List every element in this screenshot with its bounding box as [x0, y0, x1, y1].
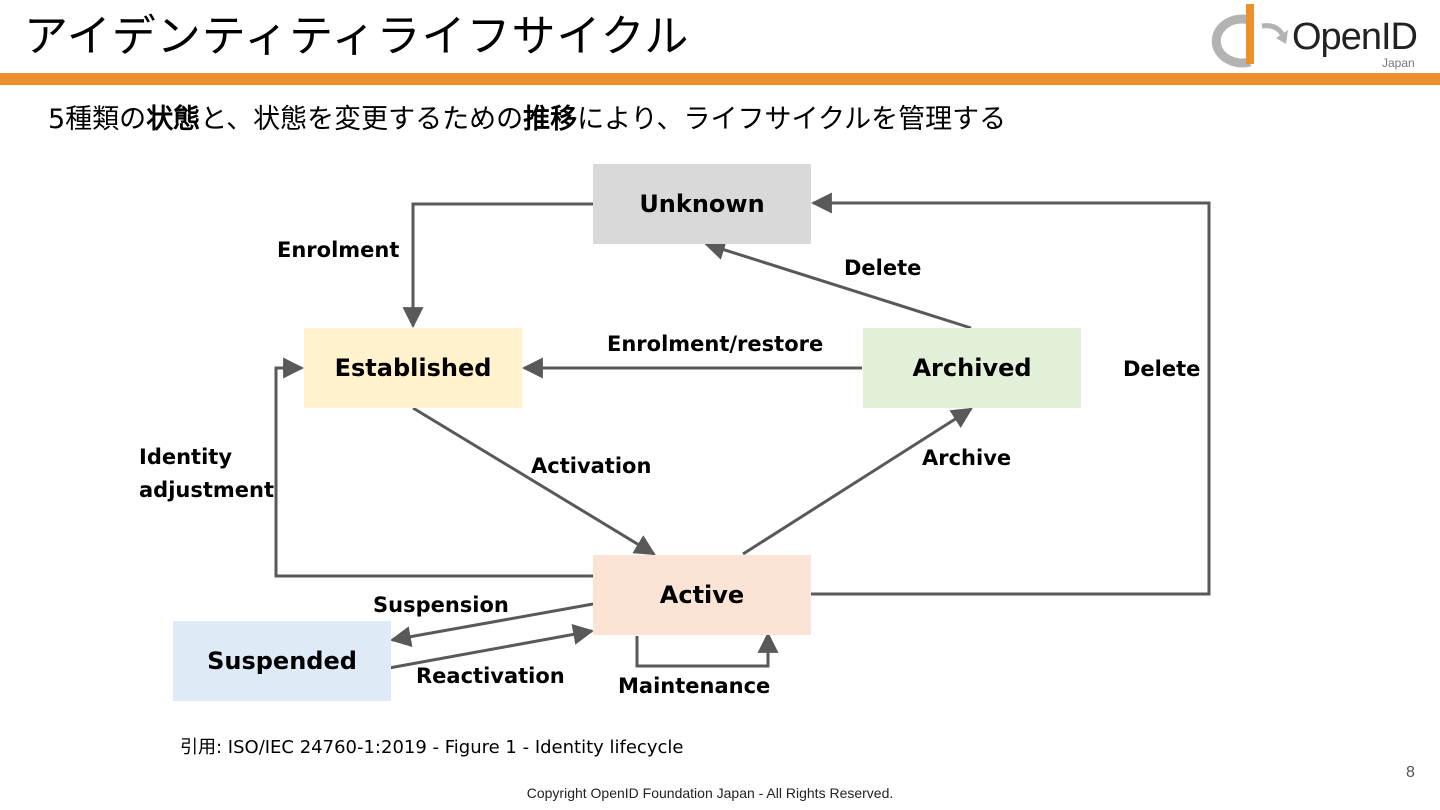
label-activation: Activation — [531, 454, 652, 478]
page-number: 8 — [1406, 764, 1415, 781]
label-delete-active: Delete — [1123, 357, 1201, 381]
copyright: Copyright OpenID Foundation Japan - All … — [526, 785, 894, 801]
subtitle: 5種類の状態と、状態を変更するための推移により、ライフサイクルを管理する — [48, 100, 1006, 140]
page-title: アイデンティティライフサイクル — [24, 11, 690, 62]
arrow-delete-archived — [703, 239, 972, 330]
label-maintenance: Maintenance — [618, 674, 771, 698]
label-identity-adjustment-line1: Identity — [139, 445, 233, 469]
arrow-reactivation — [388, 624, 595, 670]
label-enrolment: Enrolment — [277, 238, 400, 262]
state-active: Active — [593, 555, 811, 635]
logo-wordmark: OpenID — [1292, 16, 1418, 58]
subtitle-bold-states: 状態 — [146, 104, 201, 135]
label-archive: Archive — [922, 446, 1012, 470]
arrow-identity-adjustment — [274, 357, 593, 578]
subtitle-text-3: により、ライフサイクルを管理する — [577, 104, 1007, 135]
citation: 引用: ISO/IEC 24760-1:2019 - Figure 1 - Id… — [180, 737, 684, 758]
subtitle-bold-transitions: 推移 — [523, 104, 578, 135]
state-established: Established — [304, 328, 522, 408]
subtitle-text-2: と、状態を変更するための — [200, 104, 524, 135]
label-delete-archived: Delete — [844, 256, 922, 280]
label-reactivation: Reactivation — [416, 664, 565, 688]
state-unknown: Unknown — [593, 164, 811, 244]
state-suspended: Suspended — [173, 621, 391, 701]
state-archived: Archived — [863, 328, 1081, 408]
label-enrolment-restore: Enrolment/restore — [607, 332, 824, 356]
label-suspension: Suspension — [373, 593, 509, 617]
subtitle-text-1: 5種類の — [48, 104, 147, 135]
arrow-activation — [412, 406, 656, 556]
openid-logo: OpenID Japan — [1210, 0, 1430, 74]
openid-logo-icon — [1211, 4, 1288, 68]
arrow-suspension — [389, 602, 594, 648]
arrow-enrolment — [402, 202, 593, 329]
arrow-delete-active — [810, 192, 1211, 596]
title-rule — [0, 73, 1440, 85]
arrow-maintenance — [635, 631, 779, 668]
arrow-archive — [742, 407, 973, 556]
label-identity-adjustment-line2: adjustment — [139, 478, 275, 502]
logo-subtext: Japan — [1382, 56, 1415, 70]
